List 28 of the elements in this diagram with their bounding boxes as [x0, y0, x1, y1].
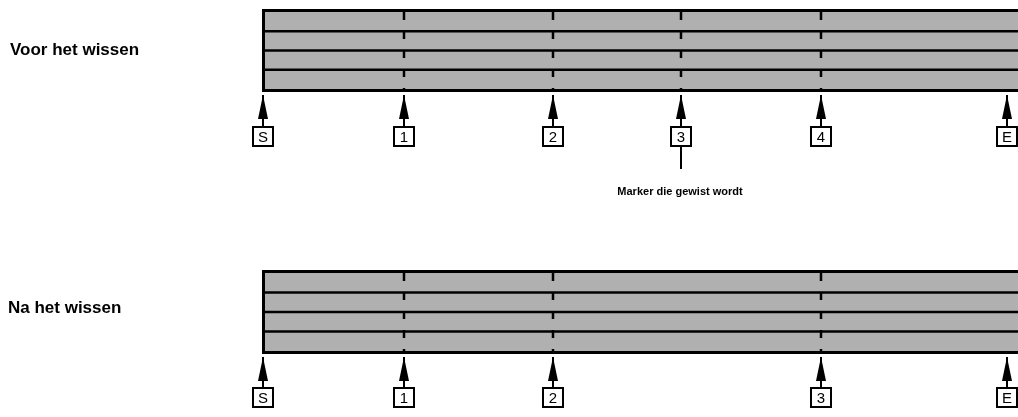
arrow	[548, 94, 558, 127]
arrow	[258, 356, 268, 388]
arrow	[816, 94, 826, 127]
arrow	[1002, 356, 1012, 388]
arrow	[676, 94, 686, 127]
arrow	[1002, 94, 1012, 127]
arrow	[399, 94, 409, 127]
arrow	[548, 356, 558, 388]
arrow	[816, 356, 826, 388]
track-panel	[262, 9, 1018, 92]
leader-line	[680, 146, 682, 170]
marker-label: 3	[670, 126, 692, 147]
arrow	[258, 94, 268, 127]
section-heading: Voor het wissen	[10, 40, 140, 60]
marker-label: S	[252, 126, 274, 147]
annotation-text: Marker die gewist wordt	[600, 185, 760, 199]
marker-label: 1	[393, 126, 415, 147]
marker-label: S	[252, 387, 274, 408]
arrow	[399, 356, 409, 388]
marker-label: 4	[810, 126, 832, 147]
marker-label: 3	[810, 387, 832, 408]
marker-label: 2	[542, 126, 564, 147]
marker-label: E	[996, 387, 1018, 408]
track-panel	[262, 270, 1018, 354]
marker-label: E	[996, 126, 1018, 147]
marker-label: 1	[393, 387, 415, 408]
section-heading: Na het wissen	[8, 298, 122, 318]
marker-label: 2	[542, 387, 564, 408]
